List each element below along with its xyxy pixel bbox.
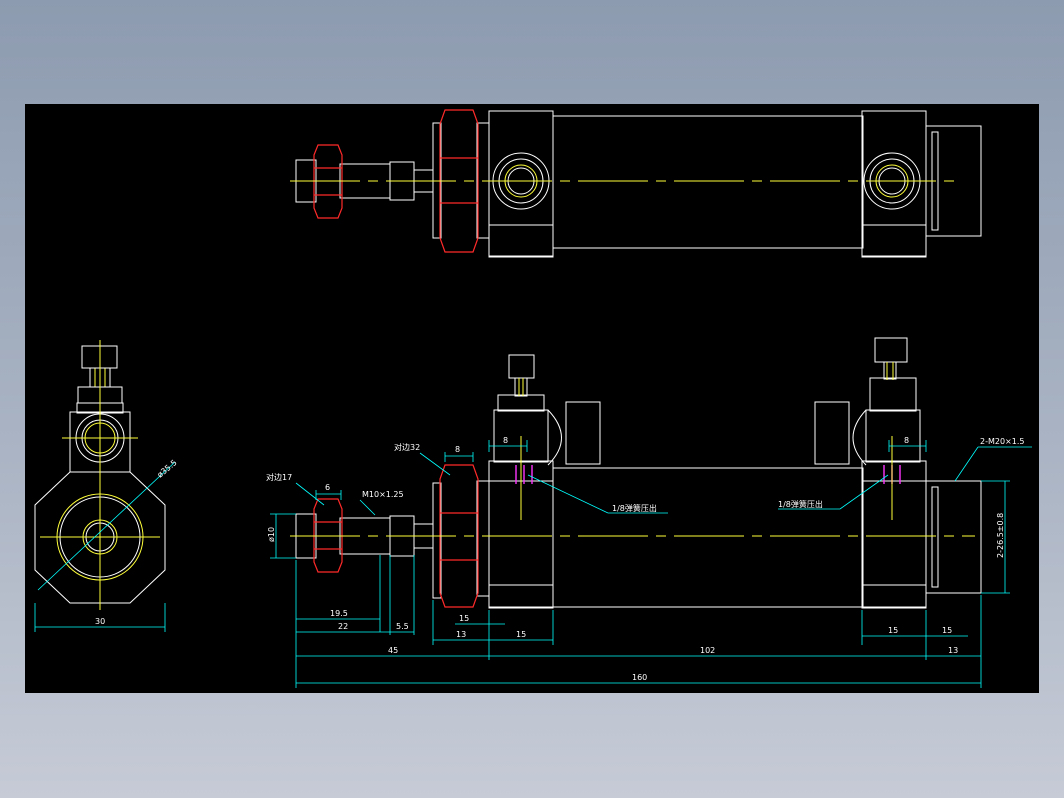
dim-gap-5-5: 5.5 — [396, 622, 409, 631]
label-thread-m10: M10×1.25 — [362, 490, 404, 499]
dim-nut-13: 13 — [456, 630, 466, 639]
dim-head-45: 45 — [388, 646, 398, 655]
label-nut-17: 对边17 — [266, 472, 292, 482]
end-view: ø35.5 30 — [34, 340, 179, 632]
dim-end-13: 13 — [948, 646, 958, 655]
dim-cap-left-15: 15 — [516, 630, 526, 639]
dim-total-160: 160 — [632, 673, 647, 682]
dim-port-right-8: 8 — [904, 436, 909, 445]
label-port-right: 1/8弹簧压出 — [778, 499, 823, 509]
dim-rod-22: 22 — [338, 622, 348, 631]
dim-barrel-102: 102 — [700, 646, 715, 655]
hex-nut-32-front — [439, 464, 479, 608]
dim-rod-dia: ø10 — [267, 527, 276, 542]
dim-cap-right-15: 15 — [888, 626, 898, 635]
top-view — [290, 109, 982, 258]
dim-end-dia: 2-26.5±0.8 — [996, 513, 1005, 558]
dim-side-width: 30 — [95, 617, 105, 626]
spring-pins-left — [515, 465, 533, 484]
label-nut-32: 对边32 — [394, 442, 420, 452]
front-view — [290, 337, 982, 609]
hex-nut-17-top — [313, 144, 343, 219]
hex-nut-17-front — [313, 498, 343, 573]
label-port-left: 1/8弹簧压出 — [612, 503, 657, 513]
dimensions: 19.5 22 5.5 13 15 15 15 15 45 102 13 160 — [266, 436, 1032, 688]
dim-port-left-8: 8 — [503, 436, 508, 445]
hex-nut-32-top — [439, 109, 479, 253]
dim-rod-19-5: 19.5 — [330, 609, 348, 618]
label-end-thread: 2-M20×1.5 — [980, 437, 1024, 446]
dim-nut32-width: 8 — [455, 445, 460, 454]
dim-end-15: 15 — [942, 626, 952, 635]
dim-nut17-width: 6 — [325, 483, 330, 492]
dim-nut-top-15: 15 — [459, 614, 469, 623]
